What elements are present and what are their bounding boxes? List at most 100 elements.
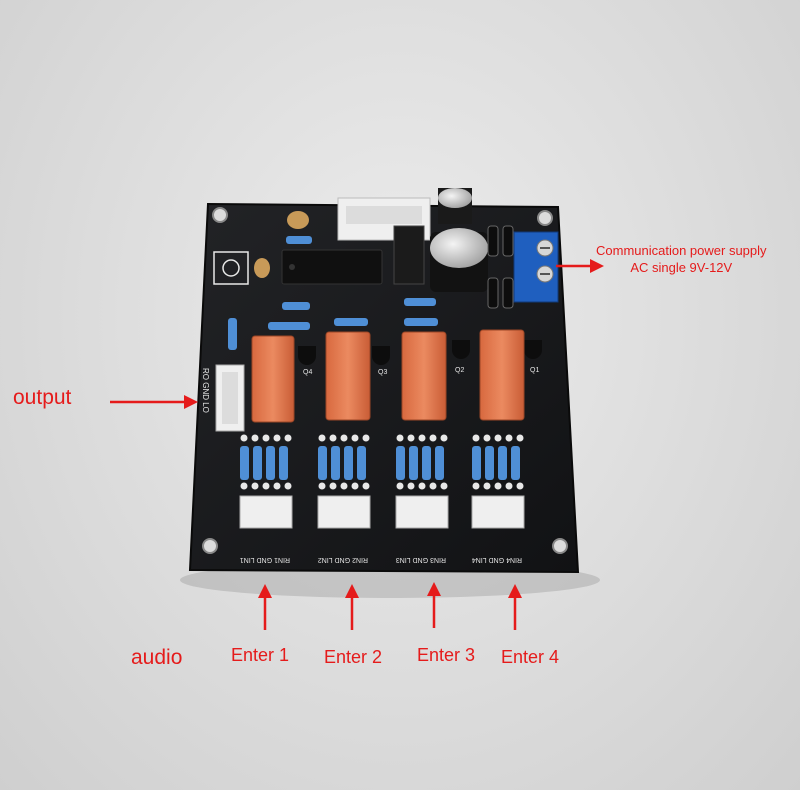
resistor xyxy=(318,446,327,480)
svg-text:RIN1 GND LIN1: RIN1 GND LIN1 xyxy=(240,556,290,563)
solder-pad xyxy=(516,434,524,442)
solder-pad xyxy=(418,482,426,490)
input-silk-labels: RIN1 GND LIN1 RIN2 GND LIN2 RIN3 GND LIN… xyxy=(240,556,522,563)
solder-pad xyxy=(396,482,404,490)
enter-2-label: Enter 2 xyxy=(324,647,383,667)
electrolytic-capacitor-large xyxy=(430,228,488,292)
solder-pad xyxy=(318,482,326,490)
resistor xyxy=(422,446,431,480)
resistor xyxy=(357,446,366,480)
svg-text:RIN3 GND LIN3: RIN3 GND LIN3 xyxy=(396,556,446,563)
resistor xyxy=(511,446,520,480)
arrow-enter-3 xyxy=(427,582,441,628)
svg-text:Q4: Q4 xyxy=(303,369,312,376)
resistor xyxy=(485,446,494,480)
resistor xyxy=(498,446,507,480)
transistors xyxy=(298,340,542,365)
solder-pad xyxy=(262,434,270,442)
output-silk-label: RO GND LO xyxy=(201,368,210,413)
ceramic-capacitor xyxy=(254,258,270,278)
solder-pad xyxy=(362,482,370,490)
relay-3 xyxy=(325,331,371,421)
solder-pad xyxy=(273,482,281,490)
output-connector xyxy=(215,364,245,432)
ceramic-capacitor xyxy=(287,211,309,229)
power-supply-line-2: AC single 9V-12V xyxy=(630,260,733,275)
solder-pad xyxy=(396,434,404,442)
solder-pad xyxy=(251,434,259,442)
solder-pad xyxy=(273,434,281,442)
ic-chip xyxy=(281,249,383,285)
enter-1-label: Enter 1 xyxy=(231,645,290,665)
input-connector-2 xyxy=(317,495,371,529)
input-connectors xyxy=(239,495,525,529)
power-supply-label: Communication power supply AC single 9V-… xyxy=(596,242,767,276)
power-supply-line-1: Communication power supply xyxy=(596,243,767,258)
solder-pad xyxy=(440,434,448,442)
voltage-regulator xyxy=(393,225,425,285)
audio-label: audio xyxy=(131,646,183,669)
solder-pad xyxy=(351,482,359,490)
relay-1 xyxy=(479,329,525,421)
svg-text:RIN2 GND LIN2: RIN2 GND LIN2 xyxy=(318,556,368,563)
arrow-enter-1 xyxy=(258,584,272,630)
arrow-power xyxy=(556,259,604,273)
svg-text:Q1: Q1 xyxy=(530,367,539,374)
solder-pad xyxy=(329,434,337,442)
resistor xyxy=(409,446,418,480)
solder-pad xyxy=(262,482,270,490)
resistor xyxy=(266,446,275,480)
svg-text:Q3: Q3 xyxy=(378,369,387,376)
resistor xyxy=(253,446,262,480)
electrolytic-capacitor-small xyxy=(438,188,472,224)
solder-pad xyxy=(362,434,370,442)
solder-pad xyxy=(494,482,502,490)
solder-pad xyxy=(407,482,415,490)
mounting-holes xyxy=(202,207,568,554)
solder-pad xyxy=(472,482,480,490)
solder-pad xyxy=(251,482,259,490)
resistors-top xyxy=(228,236,438,350)
resistor xyxy=(472,446,481,480)
solder-pad xyxy=(351,434,359,442)
solder-pad xyxy=(318,434,326,442)
arrow-enter-4 xyxy=(508,584,522,630)
solder-pad xyxy=(240,482,248,490)
solder-pad xyxy=(418,434,426,442)
solder-pad xyxy=(505,434,513,442)
solder-pad xyxy=(429,482,437,490)
solder-pads xyxy=(240,434,524,490)
svg-text:Q2: Q2 xyxy=(455,367,464,374)
arrow-enter-2 xyxy=(345,584,359,630)
resistor xyxy=(344,446,353,480)
input-connector-3 xyxy=(395,495,449,529)
resistor xyxy=(435,446,444,480)
resistor xyxy=(279,446,288,480)
relays xyxy=(251,329,525,423)
solder-pad xyxy=(494,434,502,442)
solder-pad xyxy=(429,434,437,442)
resistor xyxy=(331,446,340,480)
annotation-arrows xyxy=(110,259,604,630)
solder-pad xyxy=(407,434,415,442)
solder-pad xyxy=(329,482,337,490)
power-terminal-block xyxy=(513,231,559,303)
solder-pad xyxy=(505,482,513,490)
push-button-footprint xyxy=(213,251,249,285)
solder-pad xyxy=(284,434,292,442)
solder-pad xyxy=(340,434,348,442)
solder-pad xyxy=(440,482,448,490)
solder-pad xyxy=(483,482,491,490)
resistor xyxy=(396,446,405,480)
solder-pad xyxy=(516,482,524,490)
diodes xyxy=(487,225,514,309)
output-label: output xyxy=(13,386,72,409)
enter-3-label: Enter 3 xyxy=(417,645,476,665)
solder-pad xyxy=(340,482,348,490)
relay-2 xyxy=(401,331,447,421)
relay-4 xyxy=(251,335,295,423)
solder-pad xyxy=(472,434,480,442)
relay-labels: Q4 Q3 Q2 Q1 xyxy=(303,367,539,376)
enter-4-label: Enter 4 xyxy=(501,647,560,667)
